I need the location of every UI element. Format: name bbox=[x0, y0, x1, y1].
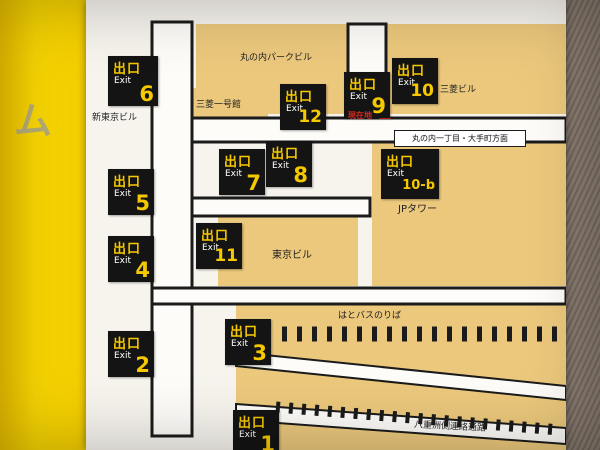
label-tokyo-building: 東京ビル bbox=[272, 250, 312, 261]
exit-sign-5: 出口 Exit 5 bbox=[108, 169, 154, 215]
street-lower bbox=[150, 286, 566, 306]
exit-number: 10-b bbox=[402, 178, 435, 193]
exit-kanji: 出口 bbox=[201, 229, 230, 244]
exit-en: Exit bbox=[239, 430, 257, 440]
exit-kanji: 出口 bbox=[349, 78, 378, 93]
street-middle bbox=[190, 196, 372, 218]
exit-sign-1: 出口 Exit 1 bbox=[233, 410, 279, 450]
exit-number: 1 bbox=[260, 432, 275, 450]
wall-texture bbox=[560, 0, 600, 450]
yellow-sign-strip: ム bbox=[0, 0, 88, 450]
exit-kanji: 出口 bbox=[230, 325, 259, 340]
exit-number: 8 bbox=[293, 163, 308, 187]
map-drawing bbox=[150, 20, 566, 450]
exit-en: Exit bbox=[202, 243, 220, 253]
exit-sign-7: 出口 Exit 7 bbox=[219, 149, 265, 195]
exit-en: Exit bbox=[387, 169, 405, 179]
exit-sign-3: 出口 Exit 3 bbox=[225, 319, 271, 365]
exit-kanji: 出口 bbox=[271, 147, 300, 162]
exit-kanji: 出口 bbox=[386, 155, 415, 170]
exit-number: 12 bbox=[298, 107, 322, 127]
exit-number: 10 bbox=[410, 81, 434, 101]
exit-number: 6 bbox=[139, 82, 154, 106]
exit-number: 7 bbox=[246, 171, 261, 195]
exit-en: Exit bbox=[286, 104, 304, 114]
label-jp-tower: JPタワー bbox=[398, 204, 437, 215]
exit-number: 5 bbox=[135, 191, 150, 215]
label-marunouchi-park-building: 丸の内パークビル bbox=[239, 53, 312, 63]
exit-number: 11 bbox=[214, 246, 238, 266]
exit-kanji: 出口 bbox=[285, 90, 314, 105]
main-corridor bbox=[150, 20, 194, 438]
label-mitsubishi-ichigokan: 三菱一号館 bbox=[196, 100, 242, 110]
exit-kanji: 出口 bbox=[238, 416, 267, 431]
exit-sign-2: 出口 Exit 2 bbox=[108, 331, 154, 377]
exit-sign-9: 出口 Exit 9 bbox=[344, 72, 390, 118]
strip-partial-text: ム bbox=[14, 99, 53, 143]
exit-en: Exit bbox=[114, 256, 132, 266]
exit-sign-6: 出口 Exit 6 bbox=[108, 56, 158, 106]
exit-sign-4: 出口 Exit 4 bbox=[108, 236, 154, 282]
exit-number: 4 bbox=[135, 258, 150, 282]
label-current-location: 現在地 bbox=[348, 111, 372, 120]
exit-sign-8: 出口 Exit 8 bbox=[266, 141, 312, 187]
exit-sign-10b: 出口 Exit 10-b bbox=[381, 149, 439, 199]
passage-ticks bbox=[275, 401, 561, 436]
exit-en: Exit bbox=[272, 161, 290, 171]
exit-kanji: 出口 bbox=[224, 155, 253, 170]
label-shin-tokyo-building: 新東京ビル bbox=[92, 113, 138, 123]
exit-sign-11: 出口 Exit 11 bbox=[196, 223, 242, 269]
exit-en: Exit bbox=[398, 78, 416, 88]
exit-kanji: 出口 bbox=[113, 337, 142, 352]
exit-en: Exit bbox=[231, 339, 249, 349]
exit-sign-12: 出口 Exit 12 bbox=[280, 84, 326, 130]
exit-kanji: 出口 bbox=[397, 64, 426, 79]
label-mitsubishi-building: 三菱ビル bbox=[440, 85, 477, 95]
label-hato-bus-stop: はとバスのりば bbox=[338, 311, 402, 321]
exit-en: Exit bbox=[114, 189, 132, 199]
exit-kanji: 出口 bbox=[113, 175, 142, 190]
exit-en: Exit bbox=[114, 76, 132, 86]
exit-number: 9 bbox=[371, 94, 386, 118]
exit-en: Exit bbox=[225, 169, 243, 179]
building-ichigokan bbox=[186, 88, 268, 118]
exit-kanji: 出口 bbox=[113, 62, 142, 77]
exit-kanji: 出口 bbox=[113, 242, 142, 257]
exit-number: 2 bbox=[135, 353, 150, 377]
exit-en: Exit bbox=[350, 92, 368, 102]
exit-en: Exit bbox=[114, 351, 132, 361]
exit-sign-10: 出口 Exit 10 bbox=[392, 58, 438, 104]
exit-number: 3 bbox=[252, 341, 267, 365]
direction-sign-marunouchi-otemachi: 丸の内一丁目・大手町方面 bbox=[394, 130, 526, 147]
